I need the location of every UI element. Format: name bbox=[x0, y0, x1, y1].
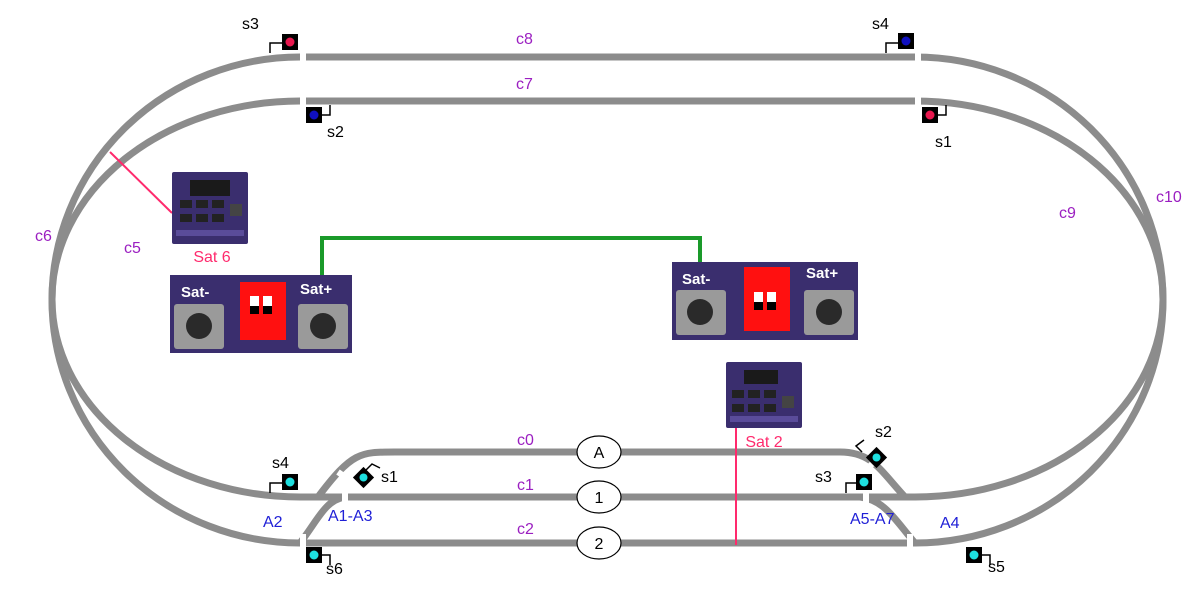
turnout-a5-a7-label: A5-A7 bbox=[850, 511, 895, 528]
track-c5-label: c5 bbox=[124, 240, 141, 257]
sat6-feeder-wire bbox=[109, 151, 173, 214]
inner-loop-track bbox=[48, 97, 1167, 501]
signal-s2-right-label: s2 bbox=[875, 424, 892, 441]
signal-s6-label: s6 bbox=[326, 561, 343, 578]
sat2-label: Sat 2 bbox=[745, 434, 782, 451]
left-sat-minus-button[interactable] bbox=[174, 304, 224, 349]
signal-s1-right[interactable] bbox=[922, 105, 947, 123]
signal-s5[interactable] bbox=[966, 547, 991, 565]
right-sat-minus-button[interactable] bbox=[676, 290, 726, 335]
track-gaps bbox=[300, 48, 921, 552]
signal-s3-right[interactable] bbox=[845, 474, 872, 493]
turnout-a1-a3-label: A1-A3 bbox=[328, 508, 373, 525]
block-a-marker[interactable]: A bbox=[576, 435, 622, 469]
signal-s1-inner[interactable] bbox=[352, 463, 381, 489]
left-sat-plus-button[interactable] bbox=[298, 304, 348, 349]
signal-s2-left-label: s2 bbox=[327, 124, 344, 141]
block-2-marker[interactable]: 2 bbox=[576, 526, 622, 560]
signal-s3-top-left[interactable] bbox=[269, 34, 298, 53]
signal-s4-top-right[interactable] bbox=[885, 33, 914, 53]
signal-s2-right[interactable] bbox=[854, 439, 888, 469]
turnout-a2-label: A2 bbox=[263, 514, 283, 531]
sat6-board bbox=[172, 172, 248, 244]
signal-s3-top-left-label: s3 bbox=[242, 16, 259, 33]
signal-s2-left[interactable] bbox=[306, 105, 331, 123]
track-c0-label: c0 bbox=[517, 432, 534, 449]
track-c2-label: c2 bbox=[517, 521, 534, 538]
signal-s1-inner-label: s1 bbox=[381, 469, 398, 486]
signal-s4-left[interactable] bbox=[269, 474, 298, 493]
block-a-label: A bbox=[594, 445, 605, 462]
signal-s5-label: s5 bbox=[988, 559, 1005, 576]
sat2-board bbox=[726, 362, 802, 428]
track-c1-label: c1 bbox=[517, 477, 534, 494]
right-sat-plus-button[interactable] bbox=[804, 290, 854, 335]
track-c7-label: c7 bbox=[516, 76, 533, 93]
block-1-label: 1 bbox=[595, 490, 604, 507]
track-c8-label: c8 bbox=[516, 31, 533, 48]
signal-s3-right-label: s3 bbox=[815, 469, 832, 486]
signal-s4-top-right-label: s4 bbox=[872, 16, 889, 33]
right-sat-plus-label: Sat+ bbox=[806, 265, 838, 282]
track-c10-label: c10 bbox=[1156, 189, 1182, 206]
satellite-link-line bbox=[320, 236, 702, 320]
left-sat-minus-label: Sat- bbox=[181, 284, 209, 301]
signal-s4-left-label: s4 bbox=[272, 455, 289, 472]
signal-s6[interactable] bbox=[306, 547, 331, 565]
sat6-label: Sat 6 bbox=[193, 249, 230, 266]
block-2-label: 2 bbox=[595, 536, 604, 553]
right-sat-minus-label: Sat- bbox=[682, 271, 710, 288]
signal-s1-right-label: s1 bbox=[935, 134, 952, 151]
track-c6-label: c6 bbox=[35, 228, 52, 245]
block-1-marker[interactable]: 1 bbox=[576, 480, 622, 514]
track-c9-label: c9 bbox=[1059, 205, 1076, 222]
left-sat-plus-label: Sat+ bbox=[300, 281, 332, 298]
turnout-a4-label: A4 bbox=[940, 515, 960, 532]
